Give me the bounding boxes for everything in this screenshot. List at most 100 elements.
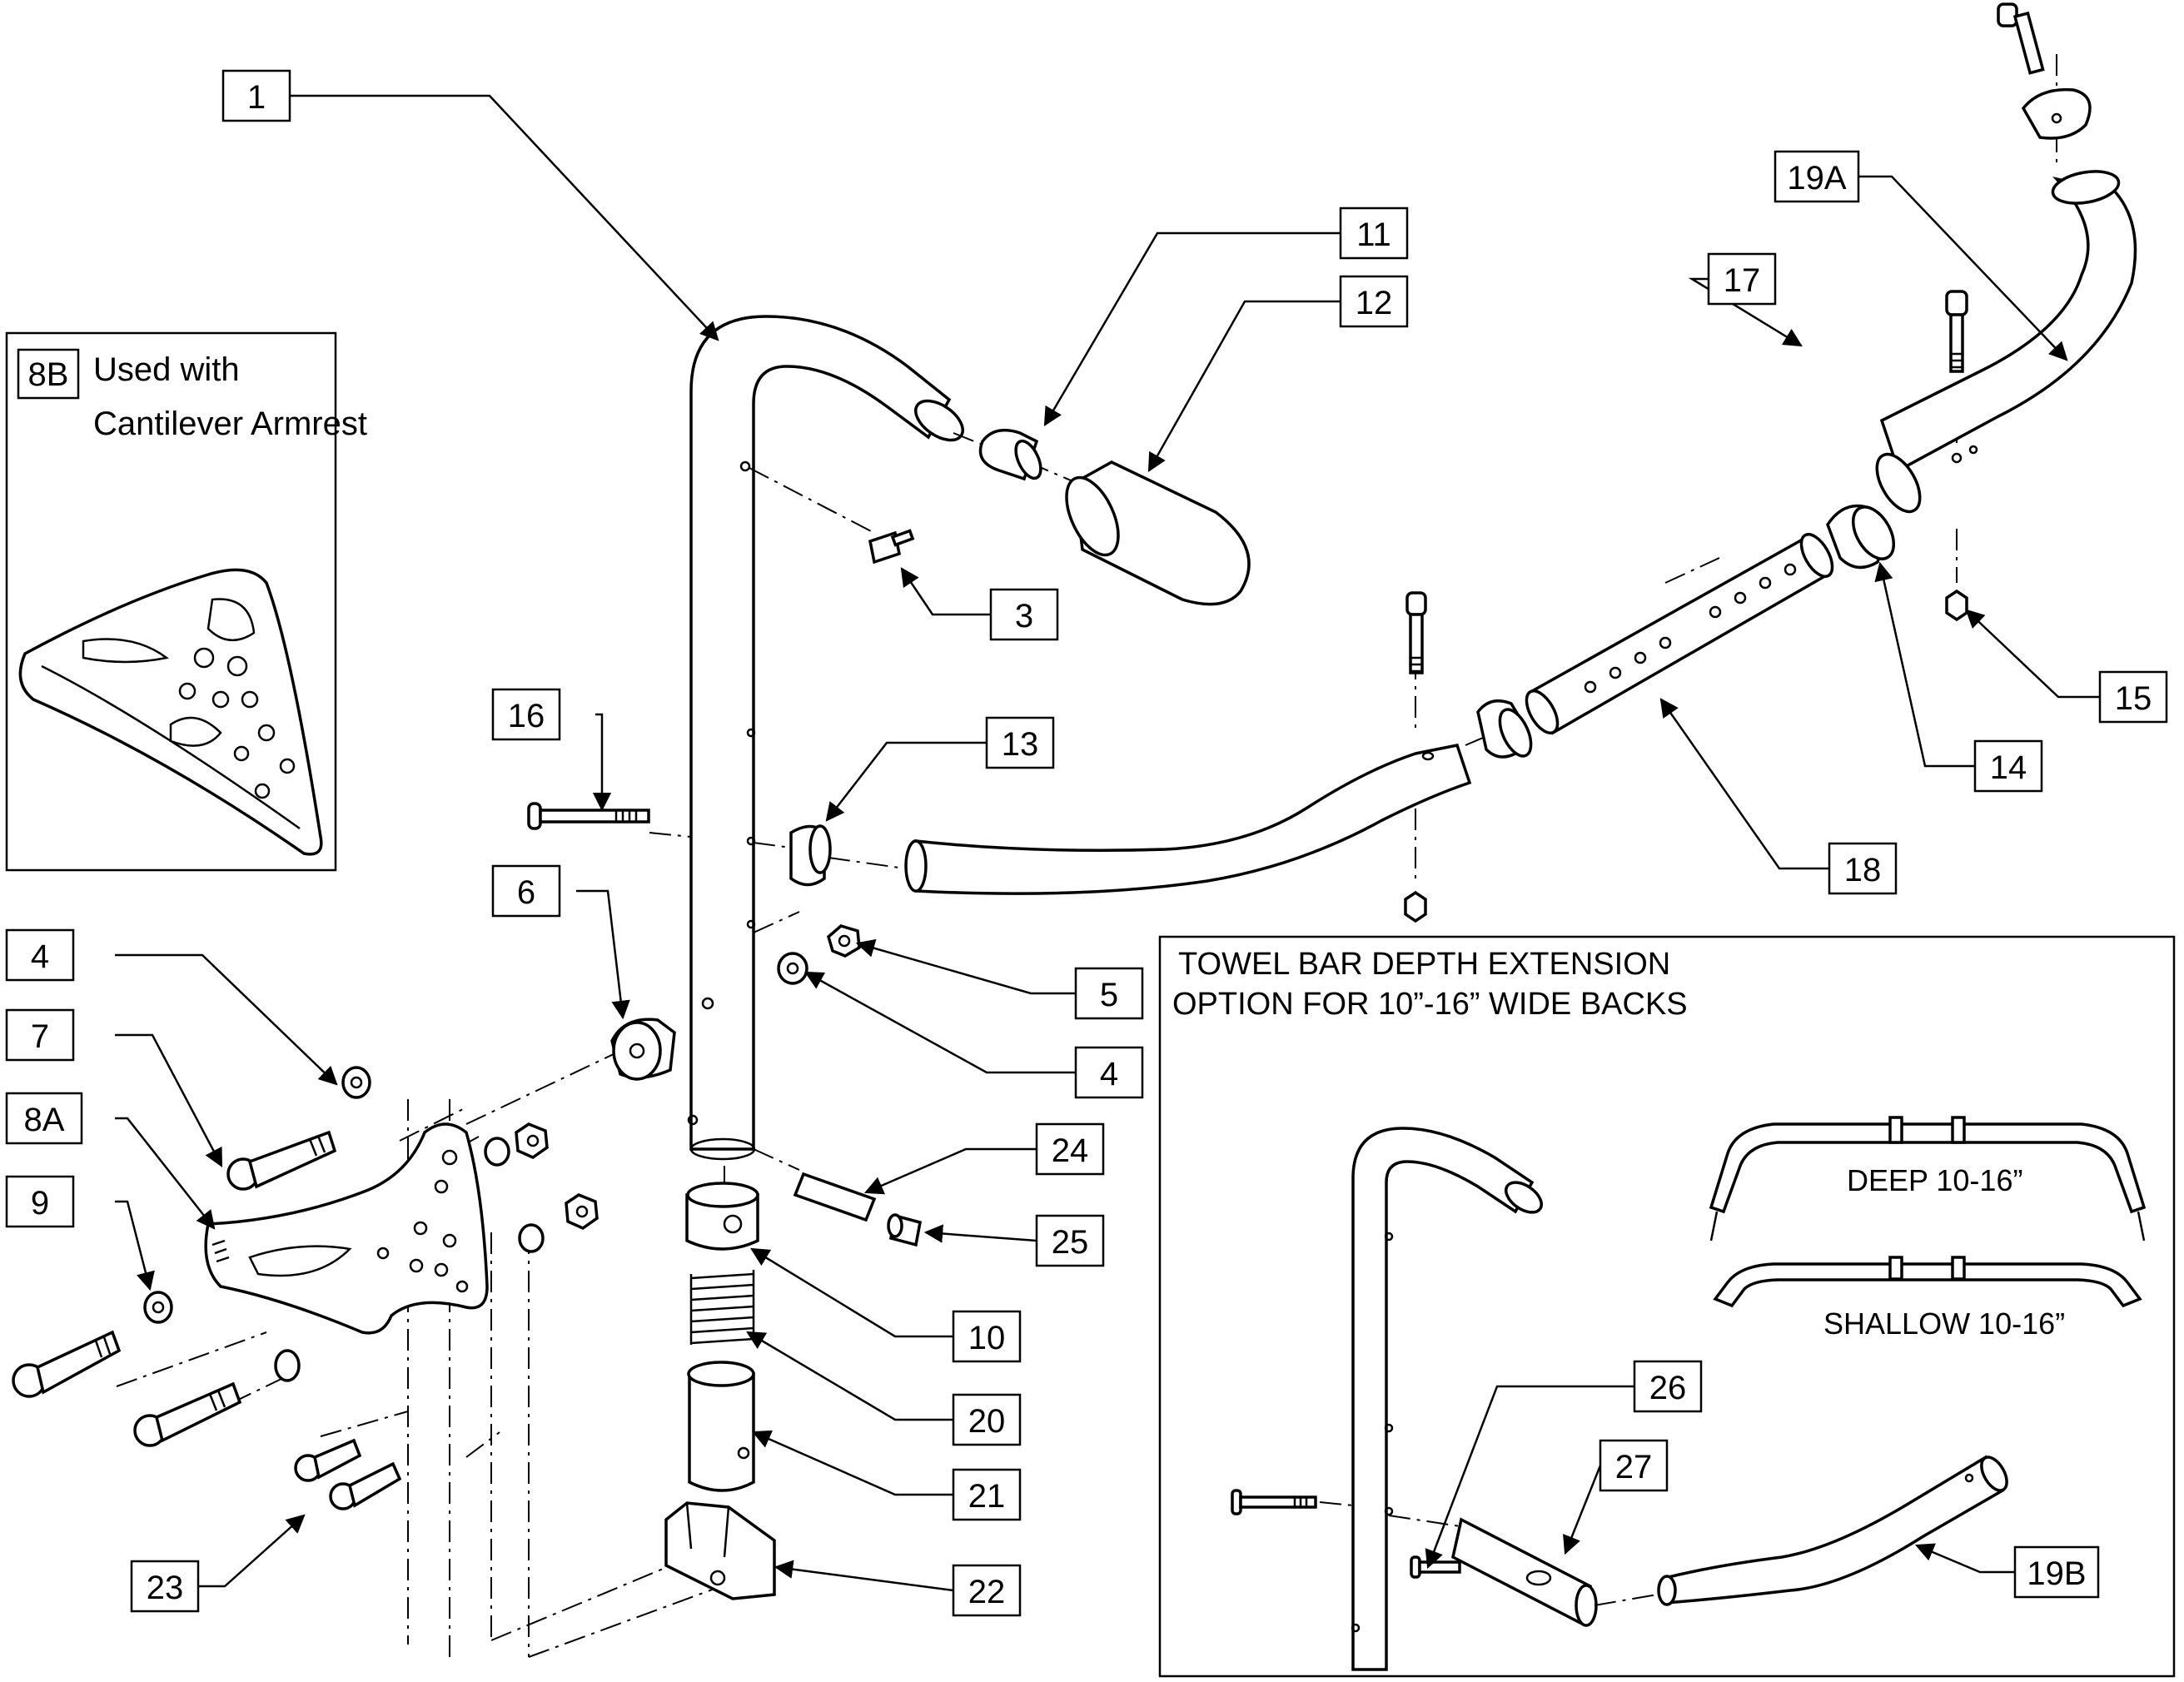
inset-bolt [1231,1489,1317,1515]
svg-text:27: 27 [1615,1449,1653,1485]
inset-title-line1: TOWEL BAR DEPTH EXTENSION [1178,947,1670,982]
callout-27: 27 [1599,1439,1669,1492]
callout-19a: 19A [1774,150,1860,203]
nut-5 [827,924,861,958]
callout-7: 7 [5,1008,75,1062]
svg-text:6: 6 [517,874,535,911]
pin-24 [793,1172,877,1222]
callout-5: 5 [1074,967,1144,1020]
nut-bottom-left [1404,890,1427,923]
inset-back-cane [1351,1127,1543,1671]
svg-text:14: 14 [1990,749,2027,786]
callout-20: 20 [952,1393,1022,1446]
shallow-towel-bar [1713,1256,2142,1308]
arm-plate-8a [204,1122,489,1335]
callout-8b-label: 8B [28,356,69,393]
callout-19b: 19B [2013,1545,2100,1599]
svg-text:11: 11 [1356,216,1391,253]
callout-23: 23 [130,1560,200,1613]
callout-12: 12 [1339,275,1409,328]
leader-lines [115,94,2100,1592]
bolt-left-lower [12,1330,122,1398]
screws-23 [294,1438,402,1510]
adjustable-tube-18 [1525,533,1834,735]
svg-text:16: 16 [508,698,545,734]
inset-frame-right [1158,935,2176,1678]
callout-13: 13 [985,716,1055,769]
svg-text:23: 23 [147,1570,184,1606]
washer-9 [143,1291,173,1324]
svg-text:15: 15 [2115,680,2152,717]
callout-1: 1 [221,69,291,122]
sleeve-10 [685,1182,759,1251]
deep-label: DEEP 10-16” [1847,1163,2022,1197]
callout-16: 16 [491,688,561,741]
svg-text:24: 24 [1052,1132,1089,1169]
clamp-22 [664,1501,776,1600]
svg-text:19B: 19B [2027,1555,2086,1592]
callout-18: 18 [1828,842,1898,895]
svg-text:4: 4 [1100,1056,1118,1092]
callout-4-right: 4 [1074,1046,1144,1099]
callout-25: 25 [1035,1214,1105,1267]
washer-4-left [341,1066,371,1099]
callout-6: 6 [491,864,561,918]
callout-26: 26 [1633,1360,1703,1413]
callout-box-8b [17,348,80,400]
spacer-6 [610,1018,676,1081]
svg-text:8A: 8A [24,1102,65,1138]
inset-note-line1: Used with [93,351,240,388]
towel-bar-main [904,743,1472,895]
hand-grip-12 [1065,460,1251,606]
clamp-collar-14 [1826,504,1896,570]
spring-20 [689,1270,755,1345]
spacer-13 [789,824,832,887]
towel-bar-19a [1875,170,2137,514]
tube-21 [687,1361,755,1492]
clamp-collar-18a [1476,699,1533,759]
svg-text:20: 20 [968,1403,1006,1440]
svg-text:18: 18 [1844,852,1882,888]
callout-24: 24 [1035,1122,1105,1176]
nut-lower-left [518,1193,599,1253]
svg-text:10: 10 [968,1320,1006,1356]
inset-note-line2: Cantilever Armrest [93,406,367,442]
svg-text:4: 4 [31,938,49,975]
bolt-17 [1945,290,1968,373]
callout-17: 17 [1707,252,1777,306]
callout-11: 11 [1339,207,1409,260]
cantilever-inset: 8B Used with Cantilever Armrest [5,331,367,872]
nut-15 [1945,589,1968,622]
top-bolt [1997,2,2045,75]
inset-title-line2: OPTION FOR 10”-16” WIDE BACKS [1172,987,1688,1022]
svg-text:3: 3 [1015,598,1033,634]
callout-14: 14 [1973,739,2043,793]
callout-10: 10 [952,1310,1022,1363]
callout-15: 15 [2098,670,2168,724]
nut-upper-left [484,1122,549,1167]
screw-3 [868,529,915,565]
shallow-label: SHALLOW 10-16” [1823,1306,2065,1341]
svg-text:13: 13 [1002,726,1039,763]
svg-text:22: 22 [968,1574,1006,1610]
svg-text:7: 7 [31,1018,49,1055]
washer-4-right [777,952,808,985]
inset-towel-bar-19b [1657,1455,2008,1606]
callout-4-left: 4 [5,928,75,982]
towel-bar-inset: TOWEL BAR DEPTH EXTENSION OPTION FOR 10”… [1158,935,2176,1678]
back-cane-1 [687,315,964,1161]
callout-22: 22 [952,1564,1022,1617]
washer-left-lower [274,1349,301,1382]
bolt-7 [226,1130,337,1191]
callout-21: 21 [952,1468,1022,1521]
svg-text:25: 25 [1052,1224,1089,1261]
svg-text:9: 9 [31,1185,49,1222]
svg-text:26: 26 [1649,1370,1687,1406]
pin-25 [887,1213,923,1247]
svg-text:12: 12 [1356,285,1393,321]
cantilever-plate-8b [18,568,323,856]
end-plug-11 [978,428,1042,481]
callout-9: 9 [5,1175,75,1228]
